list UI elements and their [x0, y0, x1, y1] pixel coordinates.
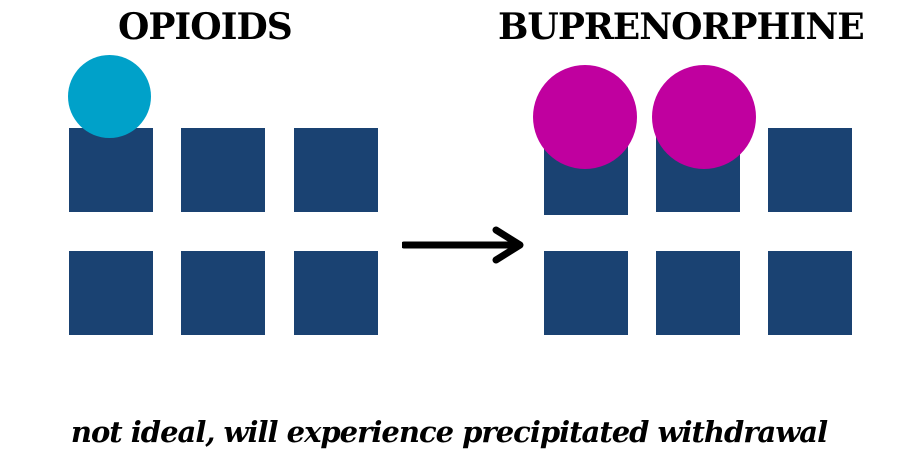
opioid-receptor-r1c1	[69, 128, 153, 212]
opioid-receptor-r1c3	[294, 128, 378, 212]
bup-receptor-r2c2	[656, 251, 740, 335]
opioids-title: OPIOIDS	[118, 6, 293, 48]
opioid-receptor-r2c2	[181, 251, 265, 335]
opioid-receptor-r2c3	[294, 251, 378, 335]
opioid-molecule	[68, 55, 151, 138]
buprenorphine-title: BUPRENORPHINE	[498, 6, 865, 48]
opioid-receptor-r2c1	[69, 251, 153, 335]
right-arrow-icon	[402, 226, 524, 264]
opioid-receptor-r1c2	[181, 128, 265, 212]
buprenorphine-molecule-1	[533, 65, 637, 169]
outcome-caption: not ideal, will experience precipitated …	[70, 415, 828, 449]
buprenorphine-molecule-2	[652, 65, 756, 169]
bup-receptor-r2c1	[544, 251, 628, 335]
bup-receptor-r2c3	[768, 251, 852, 335]
bup-receptor-r1c3	[768, 128, 852, 212]
